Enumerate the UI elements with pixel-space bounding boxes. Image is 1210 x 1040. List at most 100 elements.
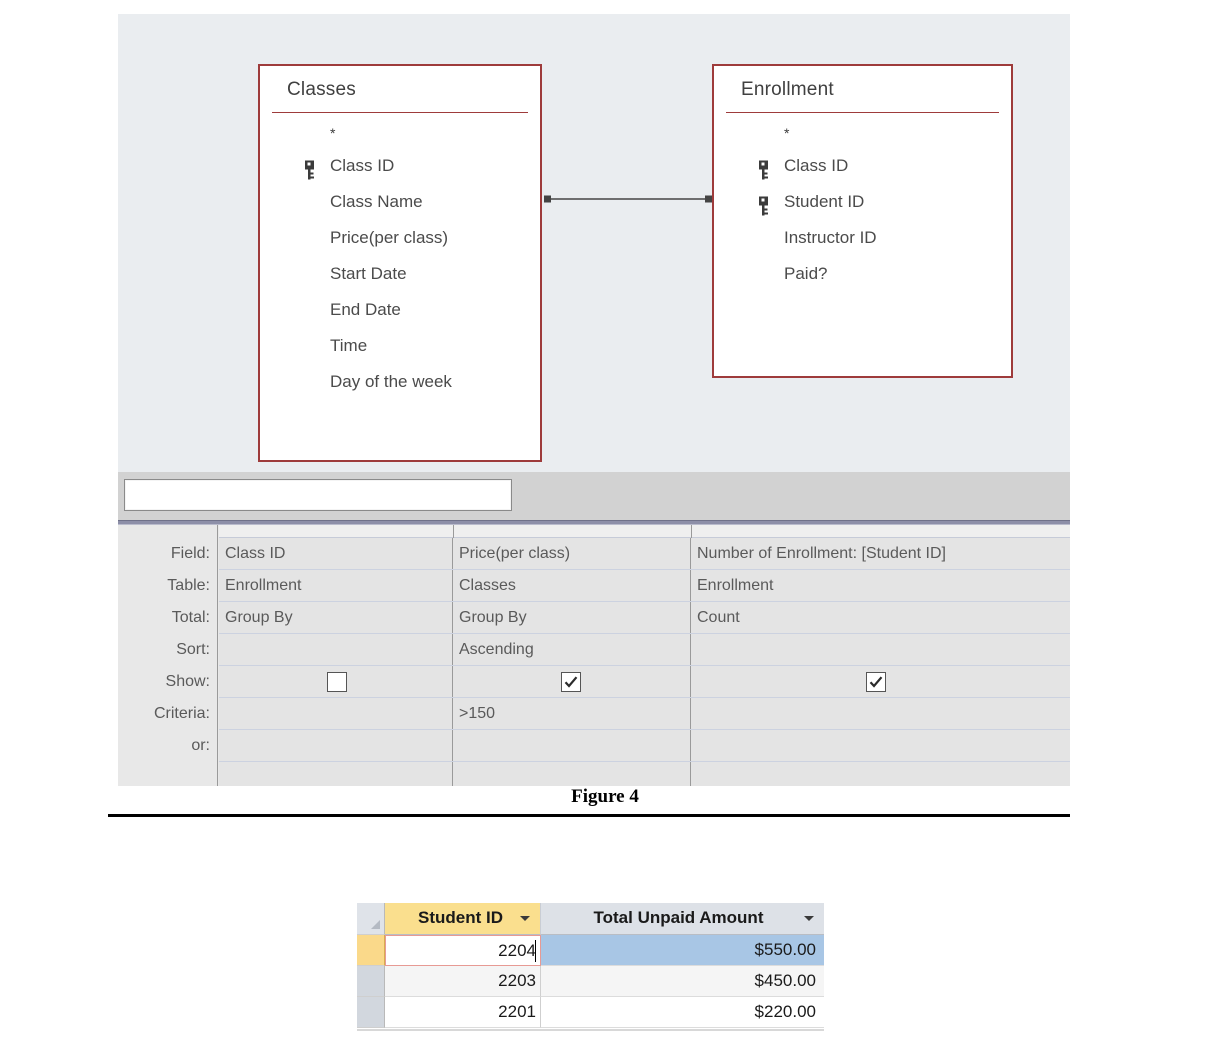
cell-student-id[interactable]: 2204 <box>385 935 541 966</box>
chevron-down-icon[interactable] <box>520 916 530 921</box>
query-designer-window: Classes * Class ID Class Name Price(per … <box>118 14 1070 786</box>
field-label: Class Name <box>330 192 423 211</box>
cell-student-id[interactable]: 2203 <box>385 966 541 997</box>
column-header-label: Total Unpaid Amount <box>593 908 764 927</box>
row-selector[interactable] <box>357 935 385 966</box>
cell-total-unpaid-amount[interactable]: $220.00 <box>541 997 824 1028</box>
cell-empty-col3[interactable] <box>691 762 1070 786</box>
field-list-classes: * Class ID Class Name Price(per class) S… <box>260 113 540 400</box>
datasheet-header-row: Student ID Total Unpaid Amount <box>357 903 824 935</box>
field-row-day-of-the-week[interactable]: Day of the week <box>260 364 540 400</box>
field-label: End Date <box>330 300 401 319</box>
qbe-row-or <box>219 730 1070 762</box>
cell-criteria-col2[interactable]: >150 <box>453 698 691 729</box>
column-header-total-unpaid-amount[interactable]: Total Unpaid Amount <box>541 903 824 935</box>
field-row-instructor-id[interactable]: Instructor ID <box>714 220 1011 256</box>
table-row[interactable]: 2203 $450.00 <box>357 966 824 997</box>
row-label-spacer <box>118 525 217 538</box>
show-checkbox-col3[interactable] <box>866 672 886 692</box>
cell-show-col2[interactable] <box>453 666 691 697</box>
cell-sort-col3[interactable] <box>691 634 1070 665</box>
show-checkbox-col2[interactable] <box>561 672 581 692</box>
field-row-class-id[interactable]: Class ID <box>714 148 1011 184</box>
cell-or-col3[interactable] <box>691 730 1070 761</box>
cell-total-unpaid-amount[interactable]: $450.00 <box>541 966 824 997</box>
horizontal-scrollbar-thumb[interactable] <box>124 479 512 511</box>
field-list-enrollment: * Class ID Student ID Instructor ID <box>714 113 1011 292</box>
select-all-corner[interactable] <box>357 903 385 935</box>
column-divider[interactable] <box>691 525 692 538</box>
cell-total-unpaid-amount[interactable]: $550.00 <box>541 935 824 966</box>
cell-show-col1[interactable] <box>219 666 453 697</box>
cell-or-col2[interactable] <box>453 730 691 761</box>
horizontal-scrollbar-track[interactable] <box>118 472 1070 520</box>
qbe-grid[interactable]: Field: Table: Total: Sort: Show: Criteri… <box>118 525 1070 786</box>
field-row-end-date[interactable]: End Date <box>260 292 540 328</box>
chevron-down-icon[interactable] <box>804 916 814 921</box>
table-title-divider <box>726 112 999 113</box>
field-row-class-id[interactable]: Class ID <box>260 148 540 184</box>
cell-table-col2[interactable]: Classes <box>453 570 691 601</box>
cell-or-col1[interactable] <box>219 730 453 761</box>
cell-total-col1[interactable]: Group By <box>219 602 453 633</box>
qbe-row-sort: Ascending <box>219 634 1070 666</box>
field-label: Paid? <box>784 264 828 283</box>
field-row-start-date[interactable]: Start Date <box>260 256 540 292</box>
field-row-asterisk[interactable]: * <box>784 125 790 141</box>
figure-divider-rule <box>108 814 1070 817</box>
field-label: Price(per class) <box>330 228 449 247</box>
qbe-row-show <box>219 666 1070 698</box>
table-title-classes: Classes <box>287 79 356 100</box>
cell-table-col3[interactable]: Enrollment <box>697 577 774 594</box>
show-checkbox-col1[interactable] <box>327 672 347 692</box>
row-selector[interactable] <box>357 997 385 1028</box>
field-label: Class ID <box>784 156 849 175</box>
result-datasheet[interactable]: Student ID Total Unpaid Amount 2204 $550… <box>357 903 824 1031</box>
cell-sort-col2[interactable]: Ascending <box>453 634 691 665</box>
cell-sort-col1[interactable] <box>219 634 453 665</box>
qbe-row-total: Group By Group By Count <box>219 602 1070 634</box>
field-row-asterisk[interactable]: * <box>330 125 336 141</box>
field-row-time[interactable]: Time <box>260 328 540 364</box>
table-title-divider <box>272 112 528 113</box>
primary-key-icon <box>304 157 315 180</box>
cell-field-col2[interactable]: Price(per class) <box>453 538 691 569</box>
field-row-class-name[interactable]: Class Name <box>260 184 540 220</box>
cell-show-col3[interactable] <box>691 666 1070 697</box>
cell-student-id[interactable]: 2201 <box>385 997 541 1028</box>
cell-total-col3[interactable]: Count <box>697 609 740 626</box>
qbe-column-header-strip[interactable] <box>219 525 1070 538</box>
cell-value: 2204 <box>498 941 536 960</box>
cell-field-col3[interactable]: Number of Enrollment: [Student ID] <box>697 545 946 562</box>
cell-field-col1[interactable]: Class ID <box>219 538 453 569</box>
row-label-show: Show: <box>165 673 210 690</box>
row-label-table: Table: <box>167 577 210 594</box>
cell-table-col1[interactable]: Enrollment <box>219 570 453 601</box>
row-selector[interactable] <box>357 966 385 997</box>
row-label-field: Field: <box>170 545 210 562</box>
table-box-classes[interactable]: Classes * Class ID Class Name Price(per … <box>258 64 542 462</box>
field-label: Student ID <box>784 192 865 211</box>
field-row-student-id[interactable]: Student ID <box>714 184 1011 220</box>
qbe-row-criteria: >150 <box>219 698 1070 730</box>
cell-criteria-col1[interactable] <box>219 698 453 729</box>
column-header-student-id[interactable]: Student ID <box>385 903 541 935</box>
field-label: Instructor ID <box>784 228 877 247</box>
column-divider[interactable] <box>453 525 454 538</box>
table-row[interactable]: 2204 $550.00 <box>357 935 824 966</box>
select-all-triangle-icon <box>371 920 380 929</box>
field-label: Class ID <box>330 156 395 175</box>
datasheet-bottom-border <box>357 1029 824 1031</box>
table-row[interactable]: 2201 $220.00 <box>357 997 824 1028</box>
relationship-line[interactable] <box>543 178 713 220</box>
cell-empty-col1[interactable] <box>219 762 453 786</box>
table-box-enrollment[interactable]: Enrollment * Class ID Student ID <box>712 64 1013 378</box>
field-row-price-per-class[interactable]: Price(per class) <box>260 220 540 256</box>
cell-empty-col2[interactable] <box>453 762 691 786</box>
query-diagram-pane[interactable]: Classes * Class ID Class Name Price(per … <box>118 14 1070 472</box>
row-label-or: or: <box>191 737 210 754</box>
cell-criteria-col3[interactable] <box>691 698 1070 729</box>
pane-splitter[interactable] <box>118 520 1070 525</box>
field-row-paid[interactable]: Paid? <box>714 256 1011 292</box>
cell-total-col2[interactable]: Group By <box>453 602 691 633</box>
